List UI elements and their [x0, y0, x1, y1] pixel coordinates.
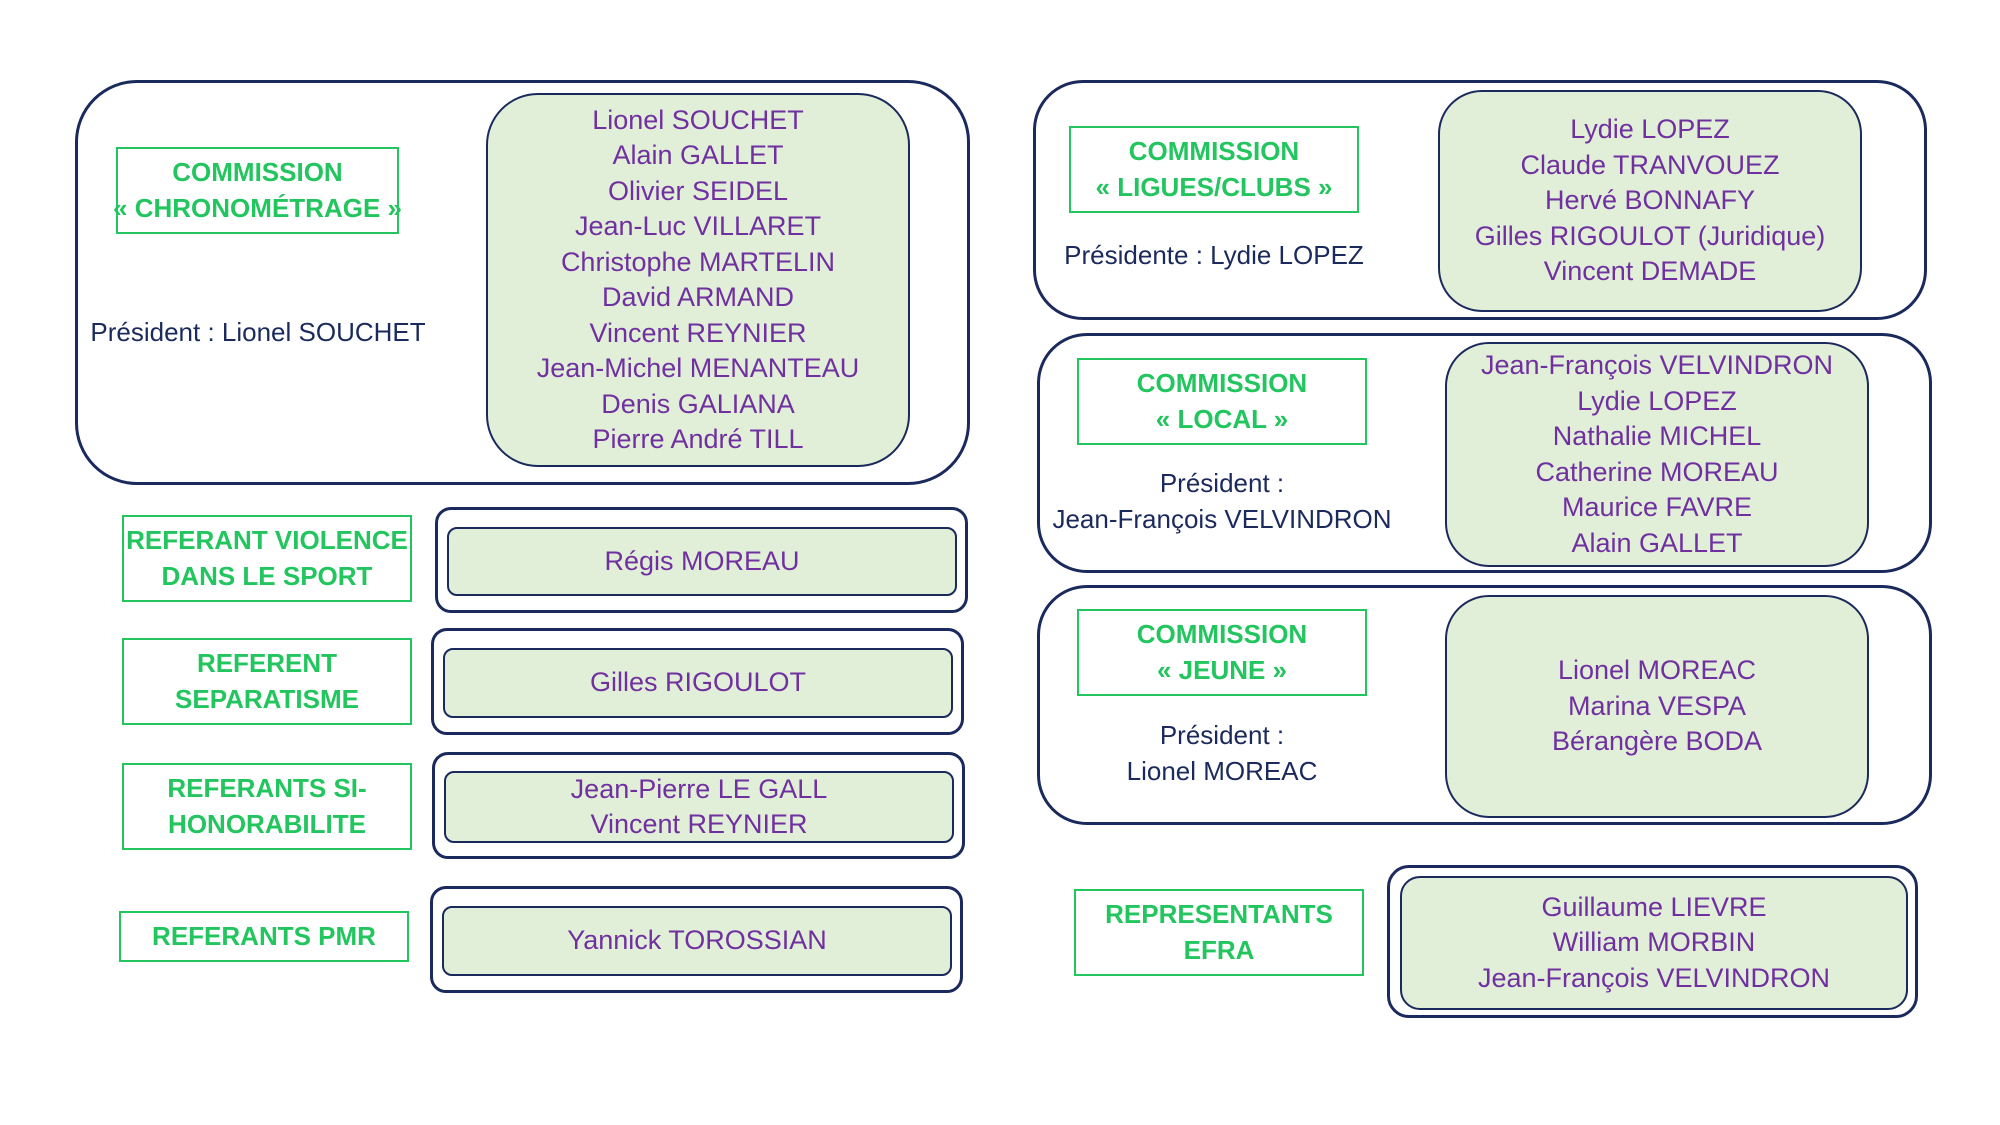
label-line: COMMISSION — [172, 157, 343, 187]
referent-violence-label: REFERANT VIOLENCE DANS LE SPORT — [122, 515, 412, 602]
commission-ligues-clubs-label: COMMISSION « LIGUES/CLUBS » — [1069, 126, 1359, 213]
label-line: EFRA — [1183, 934, 1255, 965]
label-line: REFERANTS SI- — [167, 773, 367, 803]
member-name: Lydie LOPEZ — [1577, 385, 1737, 416]
member-name: Lionel MOREAC — [1557, 655, 1757, 686]
referent-violence-panel: Régis MOREAU — [435, 507, 968, 613]
label-line: « CHRONOMÉTRAGE » — [113, 192, 402, 223]
member-name: Guillaume LIEVRE — [1541, 891, 1767, 922]
president-text: Président : Lionel SOUCHET — [90, 317, 426, 347]
members-box: Yannick TOROSSIAN — [442, 906, 952, 976]
member-name: Jean-Luc VILLARET — [574, 211, 822, 241]
member-name: Vincent DEMADE — [1543, 256, 1757, 287]
member-name: Nathalie MICHEL — [1552, 421, 1762, 451]
member-name: Lydie LOPEZ — [1570, 114, 1730, 145]
referent-pmr-label: REFERANTS PMR — [119, 911, 409, 962]
member-name: Jean-Pierre LE GALL — [570, 773, 828, 804]
member-name: Jean-François VELVINDRON — [1480, 350, 1834, 380]
members-box: Jean-François VELVINDRON Lydie LOPEZ Nat… — [1445, 342, 1869, 567]
commission-chronometrage-panel: COMMISSION « CHRONOMÉTRAGE » Président :… — [75, 80, 970, 485]
member-name: Yannick TOROSSIAN — [567, 925, 827, 956]
representants-efra-label: REPRESENTANTS EFRA — [1074, 889, 1364, 976]
member-name: Jean-Michel MENANTEAU — [536, 353, 860, 383]
commission-ligues-clubs-panel: COMMISSION « LIGUES/CLUBS » Présidente :… — [1033, 80, 1927, 320]
president-text: Président : Lionel MOREAC — [1126, 720, 1318, 786]
label-line: SEPARATISME — [175, 683, 359, 714]
label-line: COMMISSION — [1136, 619, 1308, 649]
member-name: Alain GALLET — [612, 140, 784, 170]
label-line: REFERANTS PMR — [152, 920, 376, 951]
member-name: Vincent REYNIER — [590, 809, 808, 839]
label-line: « LOCAL » — [1155, 403, 1289, 434]
label-line: REFERENT — [196, 648, 338, 678]
label-line: COMMISSION — [1136, 368, 1308, 398]
member-name: Jean-François VELVINDRON — [1477, 962, 1831, 993]
member-name: Alain GALLET — [1571, 527, 1743, 558]
member-name: Christophe MARTELIN — [560, 246, 836, 277]
member-name: Claude TRANVOUEZ — [1520, 149, 1780, 180]
label-line: « JEUNE » — [1156, 654, 1288, 685]
member-name: Catherine MOREAU — [1535, 456, 1779, 487]
member-name: Bérangère BODA — [1551, 726, 1763, 757]
referent-pmr-panel: Yannick TOROSSIAN — [430, 886, 963, 993]
member-name: Vincent REYNIER — [589, 317, 807, 348]
members-box: Lionel MOREAC Marina VESPA Bérangère BOD… — [1445, 595, 1869, 818]
member-name: Hervé BONNAFY — [1544, 185, 1756, 216]
member-name: Marina VESPA — [1567, 690, 1747, 721]
commission-jeune-label: COMMISSION « JEUNE » — [1077, 609, 1367, 696]
label-line: COMMISSION — [1128, 136, 1300, 166]
member-name: David ARMAND — [601, 282, 795, 312]
label-line: REFERANT VIOLENCE — [126, 525, 408, 555]
member-name: Denis GALIANA — [601, 388, 795, 419]
representants-efra-panel: Guillaume LIEVRE William MORBIN Jean-Fra… — [1387, 865, 1918, 1018]
referent-honorabilite-panel: Jean-Pierre LE GALL Vincent REYNIER — [432, 752, 965, 859]
members-box: Régis MOREAU — [447, 527, 957, 596]
members-box: Guillaume LIEVRE William MORBIN Jean-Fra… — [1400, 876, 1908, 1010]
president-text: Président : Jean-François VELVINDRON — [1052, 468, 1392, 534]
members-box: Lydie LOPEZ Claude TRANVOUEZ Hervé BONNA… — [1438, 90, 1862, 312]
member-name: Lionel SOUCHET — [592, 104, 804, 135]
president-text: Présidente : Lydie LOPEZ — [1064, 240, 1364, 270]
member-name: Pierre André TILL — [592, 424, 804, 454]
member-name: Olivier SEIDEL — [607, 175, 789, 206]
member-name: Régis MOREAU — [604, 545, 800, 576]
commission-chronometrage-label: COMMISSION « CHRONOMÉTRAGE » — [113, 147, 402, 234]
member-name: Maurice FAVRE — [1561, 492, 1753, 522]
label-line: DANS LE SPORT — [161, 560, 373, 591]
label-line: HONORABILITE — [168, 808, 366, 839]
commission-jeune-panel: COMMISSION « JEUNE » Président : Lionel … — [1037, 585, 1932, 825]
members-box: Gilles RIGOULOT — [443, 648, 953, 718]
commission-local-label: COMMISSION « LOCAL » — [1077, 358, 1367, 445]
referent-honorabilite-label: REFERANTS SI- HONORABILITE — [122, 763, 412, 850]
referent-separatisme-label: REFERENT SEPARATISME — [122, 638, 412, 725]
members-box: Jean-Pierre LE GALL Vincent REYNIER — [444, 771, 954, 843]
referent-separatisme-panel: Gilles RIGOULOT — [431, 628, 964, 735]
label-line: REPRESENTANTS — [1105, 899, 1333, 929]
commission-local-panel: COMMISSION « LOCAL » Président : Jean-Fr… — [1037, 333, 1932, 573]
member-name: Gilles RIGOULOT — [589, 667, 807, 698]
member-name: Gilles RIGOULOT (Juridique) — [1474, 220, 1826, 251]
member-name: William MORBIN — [1552, 927, 1756, 958]
members-box: Lionel SOUCHET Alain GALLET Olivier SEID… — [486, 93, 910, 467]
label-line: « LIGUES/CLUBS » — [1095, 171, 1333, 202]
